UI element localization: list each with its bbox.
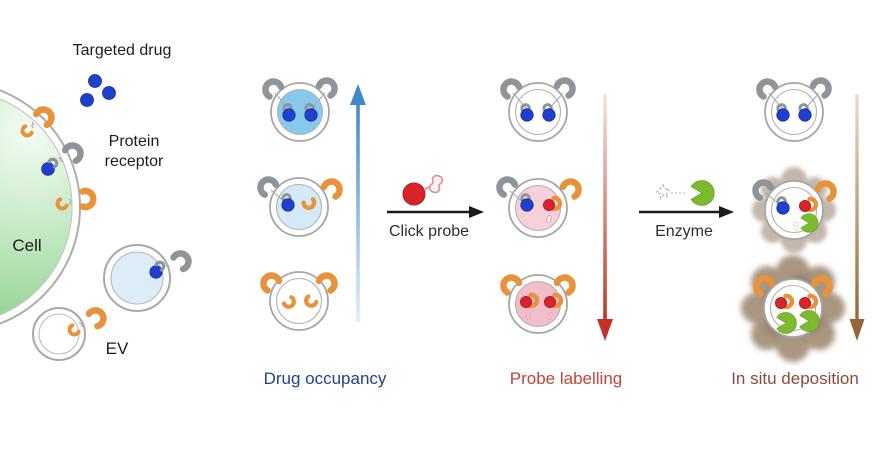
vesicle-partial-deposition [752, 167, 837, 253]
ev-label: EV [105, 339, 129, 358]
vesicle-fully-occupied-no-label [500, 77, 576, 142]
occupied-receptor-icon [41, 142, 84, 176]
click-probe-label: Click probe [388, 223, 470, 240]
enzyme-step-arrow [639, 206, 734, 218]
protein-receptor-label: Protein receptor [104, 133, 164, 170]
in-situ-deposition-label: In situ deposition [731, 369, 859, 388]
cell-label: Cell [12, 236, 42, 255]
ev-small [32, 307, 107, 361]
vesicle-no-drug-occupancy [260, 272, 338, 331]
vesicle-fully-labelled [500, 274, 576, 334]
probe-labelling-label: Probe labelling [509, 369, 623, 388]
vesicle-heavy-deposition [741, 255, 845, 362]
click-probe-step-arrow [387, 206, 484, 218]
enzyme-icon [655, 180, 715, 206]
vesicle-partially-labelled [496, 176, 582, 238]
substrate-icon [655, 184, 671, 200]
vesicle-medium-drug-occupancy [257, 176, 343, 237]
deposition-axis-arrow [849, 94, 865, 341]
drug-occupancy-label: Drug occupancy [263, 369, 387, 388]
enzyme-label: Enzyme [655, 223, 713, 240]
cell-membrane-receptors [18, 106, 94, 213]
vesicle-high-drug-occupancy [262, 77, 338, 142]
targeted-drug-icon [80, 74, 116, 107]
click-tag-icon [427, 173, 445, 195]
ev-large [103, 244, 192, 312]
click-probe-icon [402, 173, 445, 206]
probe-labelling-axis-arrow [597, 94, 613, 341]
targeted-drug-label: Targeted drug [72, 42, 172, 59]
cell [0, 89, 81, 325]
drug-occupancy-axis-arrow [350, 84, 366, 322]
vesicle-no-deposition [756, 77, 832, 142]
